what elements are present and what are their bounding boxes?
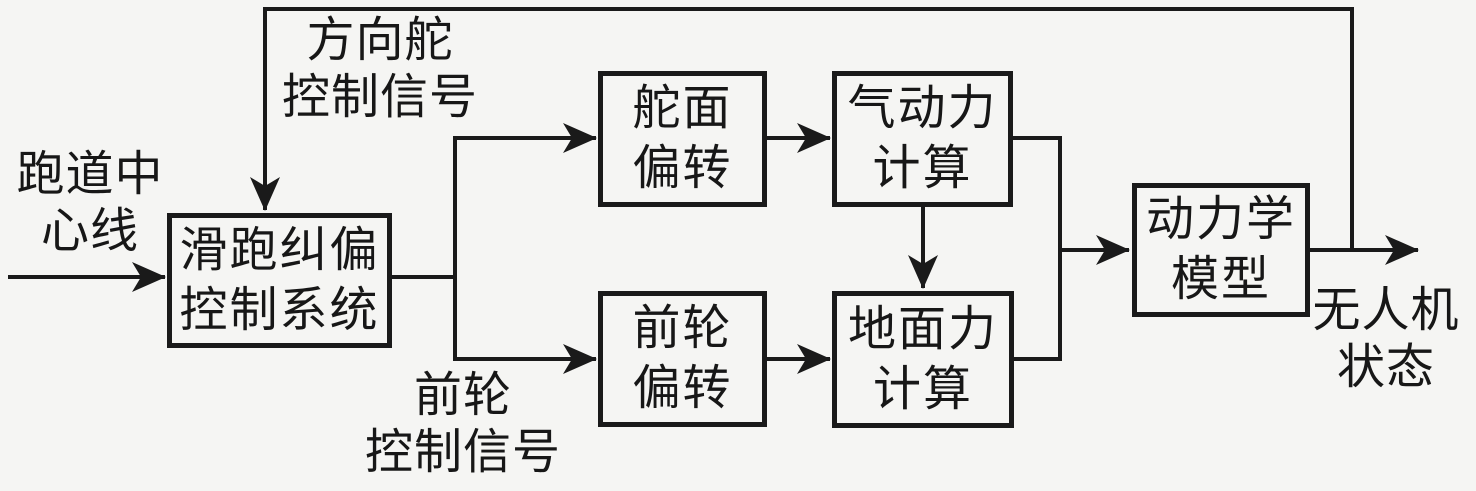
label-runway-centerline-line2: 心线	[40, 205, 139, 258]
label-rudder-control-signal: 方向舵 控制信号	[275, 12, 485, 126]
label-runway-centerline-line1: 跑道中	[16, 148, 164, 201]
arrow-feedback-loop	[250, 7, 1354, 250]
label-uav-state-output-line2: 状态	[1336, 341, 1435, 394]
box-rudder-surface-deflection-line1: 舵面	[632, 82, 733, 135]
box-dynamics-model-line2: 模型	[1170, 253, 1271, 306]
label-runway-centerline-input: 跑道中 心线	[0, 146, 180, 260]
box-aerodynamic-force-calc-line2: 计算	[872, 142, 973, 195]
label-nosewheel-control-signal-line2: 控制信号	[364, 426, 561, 479]
label-uav-state-output-line1: 无人机	[1312, 284, 1460, 337]
box-dynamics-model: 动力学 模型	[1132, 183, 1310, 317]
label-nosewheel-control-signal-line1: 前轮	[413, 369, 512, 422]
label-nosewheel-control-signal: 前轮 控制信号	[358, 367, 568, 481]
box-taxi-correction-control-line2: 控制系统	[179, 283, 380, 337]
label-rudder-control-signal-line2: 控制信号	[281, 71, 478, 124]
box-ground-force-calc-line2: 计算	[872, 362, 973, 416]
box-rudder-surface-deflection-line2: 偏转	[632, 142, 733, 195]
box-aerodynamic-force-calc-line1: 气动力	[847, 82, 998, 135]
box-nosewheel-deflection-line1: 前轮	[632, 302, 733, 355]
box-taxi-correction-control: 滑跑纠偏 控制系统	[167, 213, 392, 348]
box-nosewheel-deflection-line2: 偏转	[632, 362, 733, 415]
box-aerodynamic-force-calc: 气动力 计算	[832, 71, 1013, 207]
box-nosewheel-deflection: 前轮 偏转	[598, 291, 767, 427]
box-ground-force-calc: 地面力 计算	[832, 291, 1014, 428]
box-ground-force-calc-line1: 地面力	[847, 302, 998, 356]
label-rudder-control-signal-line1: 方向舵	[306, 14, 454, 67]
box-dynamics-model-line1: 动力学	[1145, 193, 1296, 246]
label-uav-state-output: 无人机 状态	[1296, 282, 1476, 396]
box-taxi-correction-control-line1: 滑跑纠偏	[179, 223, 380, 277]
box-rudder-surface-deflection: 舵面 偏转	[598, 71, 767, 207]
